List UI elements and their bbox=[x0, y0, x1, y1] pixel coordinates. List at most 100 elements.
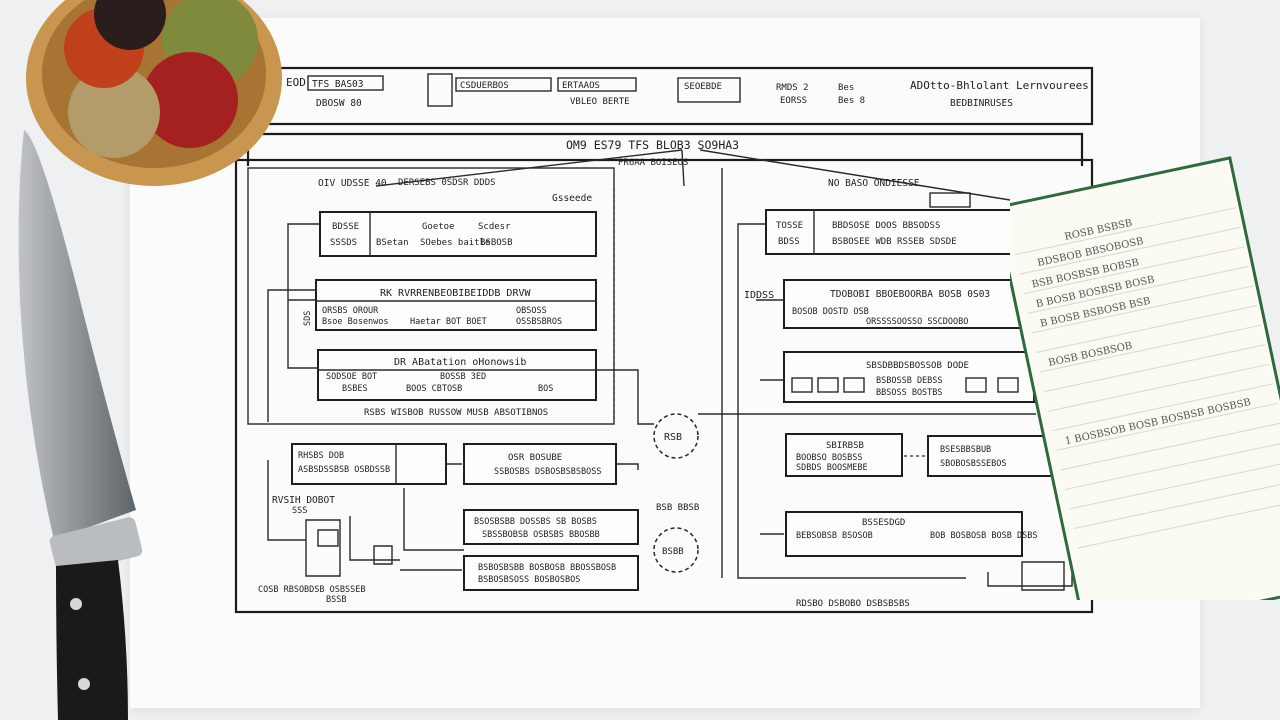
left-box3-c2: BOSSB 3ED bbox=[440, 372, 486, 382]
right-caption: NO BASO ONDIESSE bbox=[828, 178, 920, 189]
left-box3-c3: BSBES bbox=[342, 384, 368, 394]
left-caption: OIV UDSSE 40 bbox=[318, 178, 387, 189]
lower-box2-c2: SSBOSBS DSBOSBSBSBOSS bbox=[494, 467, 601, 477]
header-ref-3: Bes 8 bbox=[838, 96, 865, 106]
left-box3-c1: SODSOE BOT bbox=[326, 372, 377, 382]
hub-circle-2 bbox=[653, 527, 699, 573]
left-side-label: SDS bbox=[303, 311, 313, 326]
hub2-label: BSBB bbox=[662, 547, 684, 557]
left-box1-c1: BDSSE bbox=[332, 222, 359, 232]
header-mid-tag-1: CSDUERBOS bbox=[460, 81, 509, 91]
right-box1-c3: BBDSOSE DOOS BBSODSS bbox=[832, 221, 940, 231]
right-box3-c1: BSBOSSB DEBSS bbox=[876, 376, 943, 386]
notebook-icon: ROSB BSBSB BDSBOB BBSOBOSB BSB BOSBSB BO… bbox=[1010, 156, 1280, 600]
header-ref-2: Bes bbox=[838, 83, 854, 93]
header-mid-tag-box-3 bbox=[677, 77, 741, 103]
left-box1-c6: SOebes baitle bbox=[420, 238, 490, 248]
header-left-sub: DBOSW 80 bbox=[316, 98, 362, 109]
right-box1-c2: BDSS bbox=[778, 237, 800, 247]
left-box3-c4: BOOS CBTOSB bbox=[406, 384, 462, 394]
left-box2-title: RK RVRRENBEOBIBEIDDB DRVW bbox=[380, 288, 531, 299]
right-box-3: SBSDBBDSBOSSOB DODE BSBOSSB DEBSS BBSOSS… bbox=[783, 351, 1035, 403]
lower-box3-c2: SBSSBOBSB OSBSBS BBOSBB bbox=[482, 530, 600, 540]
right-caption-tag bbox=[929, 192, 971, 208]
header-left-top: EOD bbox=[286, 76, 306, 89]
right-box-2: TDOBOBI BBOEBOORBA BOSB 0S03 BOSOB DOSTD… bbox=[783, 279, 1033, 329]
right-box-1: TOSSE BDSS BBDSOSE DOOS BBSODSS BSBOSEE … bbox=[765, 209, 1029, 255]
right-box2-c2: ORSSSSOOSSO SSCDOOBO bbox=[866, 317, 968, 327]
lower-row1-links bbox=[446, 463, 639, 470]
left-box1-c7: BSBOSB bbox=[480, 238, 513, 248]
lower-label: RVSIH DOBOT bbox=[272, 495, 335, 506]
right-box2-c1: BOSOB DOSTD OSB bbox=[792, 307, 869, 317]
main-subtitle: PR6AA BOISEOS bbox=[618, 158, 688, 168]
header-mid-tag-box-2 bbox=[557, 77, 637, 92]
header-right-title: ADOtto-Bhlolant Lernvourees bbox=[910, 79, 1089, 92]
lower-box3-c1: BSOSBSBB DOSSBS SB BOSBS bbox=[474, 517, 597, 527]
main-title: OM9 ES79 TFS BLOB3 SO9HA3 bbox=[566, 138, 739, 152]
right-box2-left: IDDSS bbox=[744, 290, 774, 301]
hub2-top: BSB BBSB bbox=[656, 503, 699, 513]
left-box2-c4: OBSOSS bbox=[516, 306, 547, 316]
left-box3-c5: BOS bbox=[538, 384, 553, 394]
header-ref-1: RMDS 2 bbox=[776, 83, 809, 93]
right-box6-title: BSSESDGD bbox=[862, 518, 905, 528]
left-feedback-arrows bbox=[267, 223, 320, 422]
left-box-1: BDSSE SSSDS Goetoe BSetan Scdesr SOebes … bbox=[319, 211, 597, 257]
header-mid-sub: VBLEO BERTE bbox=[570, 97, 630, 107]
left-box1-c2: SSSDS bbox=[330, 238, 357, 248]
spice-bowl-icon bbox=[26, 0, 282, 186]
right-box4-c2: SDBDS BOOSMEBE bbox=[796, 463, 868, 473]
left-footer: RSBS WISBOB RUSSOW MUSB ABSOTIBNOS bbox=[364, 408, 548, 418]
header-left-tag: TFS BAS03 bbox=[312, 79, 363, 90]
lower-bottom2: BSSB bbox=[326, 595, 346, 605]
left-box1-c5: Scdesr bbox=[478, 222, 511, 232]
left-box2-c2: Bsoe Bosenwos bbox=[322, 317, 389, 327]
lower-box-1: RHSBS DOB ASBSDSSBSB OSBDSSB bbox=[291, 443, 447, 485]
left-box1-c4: BSetan bbox=[376, 238, 409, 248]
right-box5-title: BSESBBSBUB bbox=[940, 445, 991, 455]
header-mid-rule bbox=[427, 73, 453, 107]
right-box3-chip-1 bbox=[791, 377, 813, 393]
lower-schematic bbox=[267, 460, 464, 577]
right-box1-c1: TOSSE bbox=[776, 221, 803, 231]
title-connectors bbox=[375, 149, 1011, 201]
left-box2-c3: Haetar BOT BOET bbox=[410, 317, 487, 327]
hub1-connectors bbox=[596, 369, 1036, 425]
knife-icon bbox=[18, 130, 143, 720]
right-box-6: BSSESDGD BEBSOBSB BSOSOB BOB BOSBOSB BOS… bbox=[785, 511, 1037, 557]
right-box3-chip-2 bbox=[817, 377, 839, 393]
hub-label: RSB bbox=[664, 432, 682, 443]
right-box3-chip-4 bbox=[965, 377, 987, 393]
header-mid-tag-3: SEOEBDE bbox=[684, 82, 722, 92]
right-box3-title: SBSDBBDSBOSSOB DODE bbox=[866, 361, 969, 371]
left-box3-title: DR ABatation oHonowsib bbox=[394, 357, 526, 368]
left-box2-c1: ORSBS OROUR bbox=[322, 306, 379, 316]
right-box3-chip-3 bbox=[843, 377, 865, 393]
lower-bottom: COSB RBSOBDSB OSBSSEB bbox=[258, 585, 365, 595]
right-box-5: BSESBBSBUB SBOBOSBSSEBOS bbox=[927, 435, 1063, 477]
lower-box4-c2: BSBOSBSOSS BOSBOSBOS bbox=[478, 575, 580, 585]
left-corner: Gsseede bbox=[552, 193, 592, 204]
right-box1-c4: BSBOSEE WDB RSSEB SDSDE bbox=[832, 237, 957, 247]
lower-box-2: OSR BOSUBE SSBOSBS DSBOSBSBSBOSS bbox=[463, 443, 617, 485]
left-tag: DERSEBS 0SDSR DDDS bbox=[398, 178, 496, 188]
left-box-2: RK RVRRENBEOBIBEIDDB DRVW ORSBS OROUR Bs… bbox=[315, 279, 597, 331]
lower-box1-c1: RHSBS DOB bbox=[298, 451, 344, 461]
right-feedback-arrows bbox=[737, 223, 966, 579]
right-box3-chip-5 bbox=[997, 377, 1019, 393]
left-box1-c3: Goetoe bbox=[422, 222, 455, 232]
lower-box-4: BSBOSBSBB BOSBOSB BBOSSBOSB BSBOSBSOSS B… bbox=[463, 555, 639, 591]
header-right-sub: BEDBINRUSES bbox=[950, 98, 1013, 109]
right-box2-title: TDOBOBI BBOEBOORBA BOSB 0S03 bbox=[830, 289, 990, 300]
right-box4-c1: BOOBSO BOSBSS bbox=[796, 453, 863, 463]
hub-circle-1 bbox=[653, 413, 699, 459]
lower-box2-c1: OSR BOSUBE bbox=[508, 453, 562, 463]
right-box3-c2: BBSOSS BOSTBS bbox=[876, 388, 943, 398]
right-footer: RDSBO DSBOBO DSBSBSBS bbox=[796, 599, 910, 609]
left-box-3: DR ABatation oHonowsib SODSOE BOT BOSSB … bbox=[317, 349, 597, 401]
right-box5-c1: SBOBOSBSSEBOS bbox=[940, 459, 1007, 469]
lower-label2: SSS bbox=[292, 506, 307, 516]
